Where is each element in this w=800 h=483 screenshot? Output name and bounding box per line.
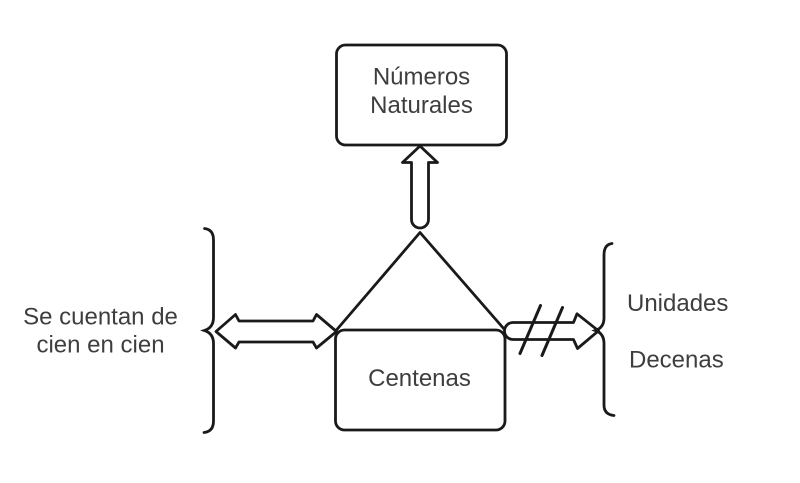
right-curly-brace xyxy=(591,242,616,417)
decenas-label: Decenas xyxy=(629,347,724,374)
numeros-naturales-label-line1: Números xyxy=(373,64,470,91)
centenas-box xyxy=(334,328,507,432)
diagram-labels: Números Naturales Centenas Se cuentan de… xyxy=(23,64,728,393)
unidades-label: Unidades xyxy=(627,290,728,317)
left-bracket xyxy=(200,227,215,434)
numeros-naturales-box xyxy=(335,43,508,147)
diagram-shapes xyxy=(200,43,616,434)
break-slash-2 xyxy=(540,306,564,357)
triangle-connector xyxy=(335,231,506,331)
break-slash-1 xyxy=(518,304,542,355)
numeros-naturales-label-line2: Naturales xyxy=(370,92,473,119)
left-note-line1: Se cuentan de xyxy=(23,304,178,331)
double-headed-arrow xyxy=(214,313,338,350)
up-block-arrow xyxy=(401,144,439,230)
left-note-line2: cien en cien xyxy=(36,332,164,359)
centenas-label: Centenas xyxy=(368,365,471,392)
